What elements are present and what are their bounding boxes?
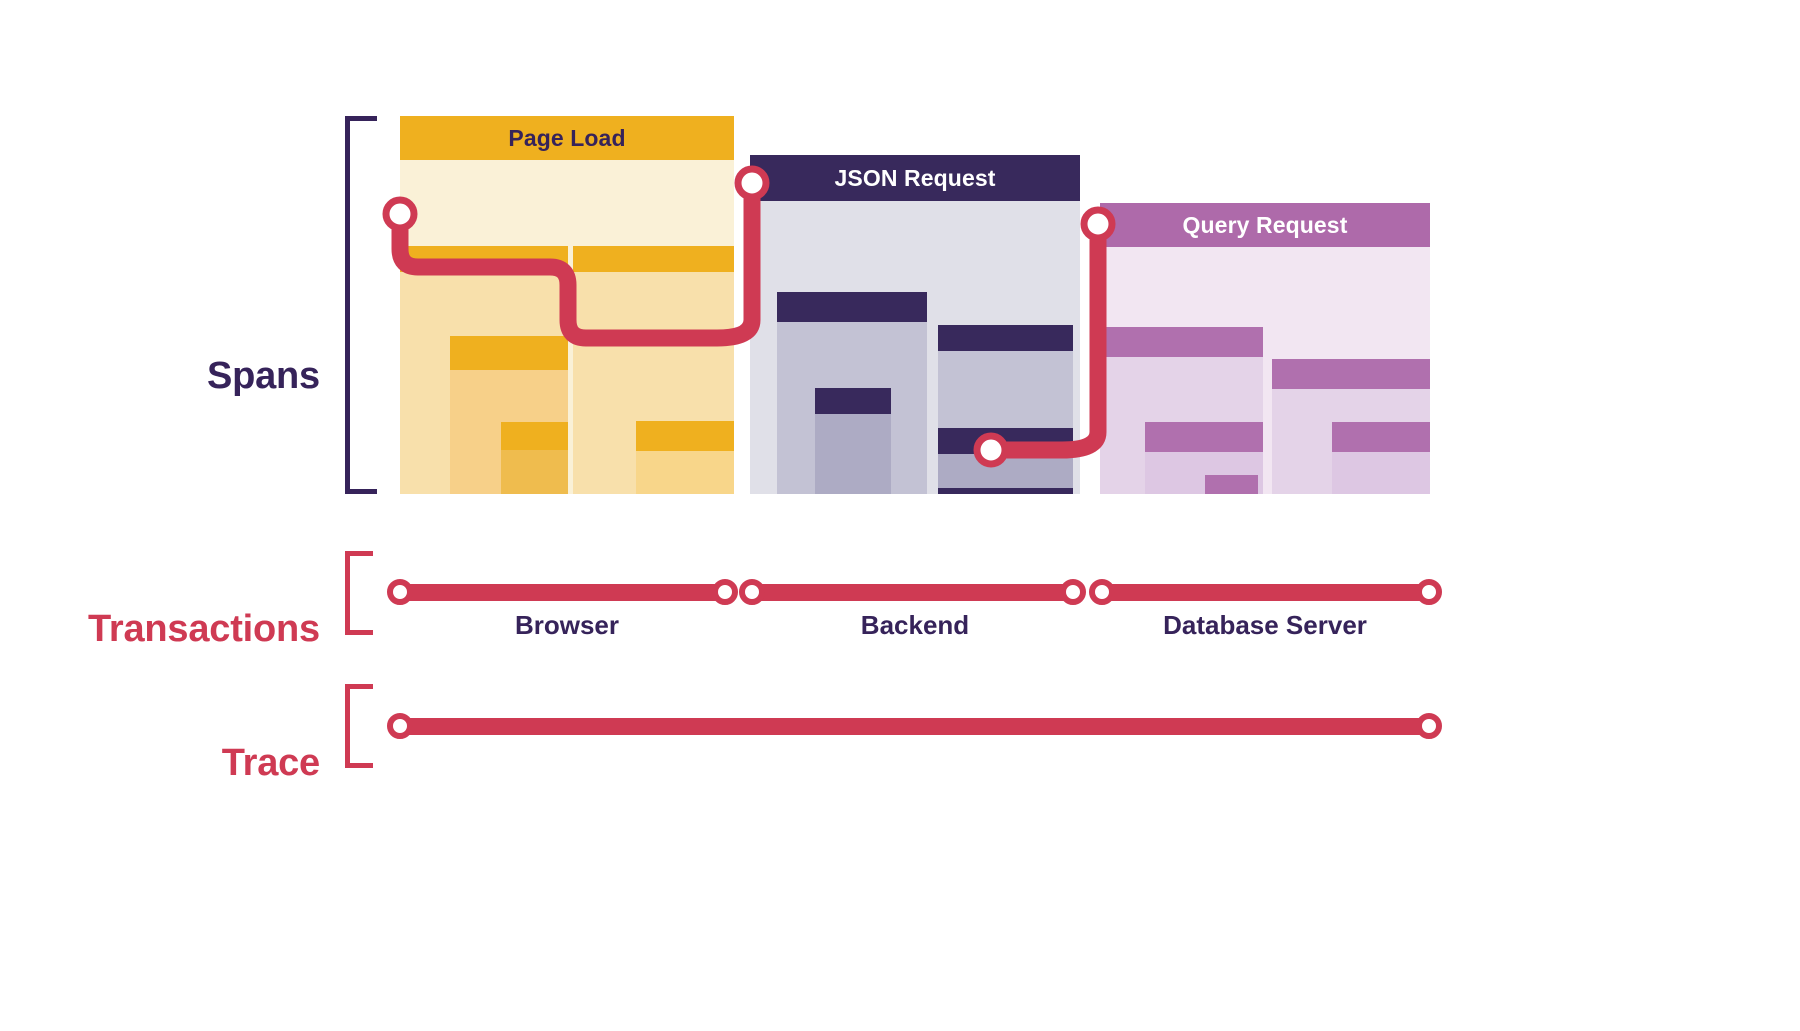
trace-rail (400, 718, 1430, 735)
transaction-header-backend: JSON Request (750, 155, 1080, 201)
transaction-rail-browser-transaction (400, 584, 725, 601)
txn-node-backend-end (1060, 579, 1086, 605)
txn-node-backend-start (739, 579, 765, 605)
spans-bracket (345, 116, 377, 494)
service-caption-backend: Backend (860, 610, 970, 640)
service-panel-backend: JSON Request (750, 155, 1080, 494)
trace-row-label: Trace (221, 742, 321, 784)
span-cap-database-3 (1205, 475, 1258, 494)
span-bar-backend-5 (938, 488, 1073, 494)
trace-node-end (1416, 713, 1442, 739)
txn-node-database-start (1089, 579, 1115, 605)
span-bar-database-2 (1145, 422, 1263, 494)
span-bar-database-5 (1332, 422, 1430, 494)
spans-row-label: Spans (206, 355, 320, 397)
span-cap-browser-1 (400, 246, 568, 272)
span-cap-database-5 (1332, 422, 1430, 452)
span-cap-browser-4 (573, 246, 734, 272)
trace-node-start (387, 713, 413, 739)
span-bar-backend-2 (815, 388, 891, 494)
transaction-rail-backend-transaction (750, 584, 1075, 601)
span-cap-database-1 (1100, 327, 1263, 357)
service-caption-database: Database Server (1163, 610, 1367, 640)
trace-bracket (345, 684, 373, 768)
span-cap-backend-5 (938, 488, 1073, 494)
span-cap-browser-5 (636, 421, 734, 451)
transaction-header-browser: Page Load (400, 116, 734, 160)
service-panel-browser: Page Load (400, 116, 734, 494)
span-bar-browser-5 (636, 421, 734, 494)
transactions-bracket (345, 551, 373, 635)
span-cap-database-4 (1272, 359, 1430, 389)
transactions-row-label: Transactions (87, 608, 320, 650)
txn-node-browser-start (387, 579, 413, 605)
service-panel-database: Query Request (1100, 203, 1430, 494)
txn-node-browser-end (712, 579, 738, 605)
span-cap-backend-4 (938, 428, 1073, 454)
span-bar-backend-4 (938, 428, 1073, 494)
transaction-header-database: Query Request (1100, 203, 1430, 247)
span-cap-database-2 (1145, 422, 1263, 452)
span-bar-database-3 (1205, 475, 1258, 494)
span-cap-browser-3 (501, 422, 568, 450)
span-cap-backend-2 (815, 388, 891, 414)
span-cap-backend-3 (938, 325, 1073, 351)
txn-node-database-end (1416, 579, 1442, 605)
span-cap-browser-2 (450, 336, 568, 370)
span-cap-backend-1 (777, 292, 927, 322)
transaction-rail-database-transaction (1100, 584, 1430, 601)
service-caption-browser: Browser (514, 610, 620, 640)
span-bar-browser-3 (501, 422, 568, 494)
